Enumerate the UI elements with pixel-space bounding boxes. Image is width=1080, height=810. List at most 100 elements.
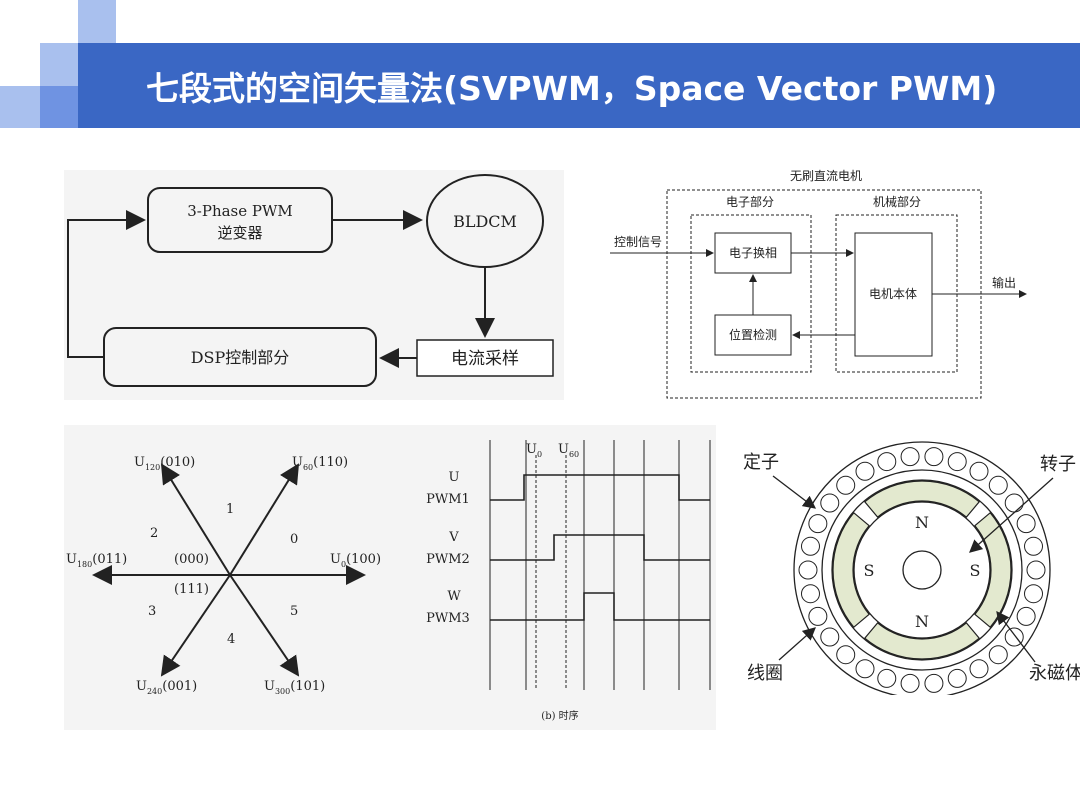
phase-w-label: W [447, 589, 461, 604]
coil-slot [988, 645, 1008, 665]
pole-s-right: S [970, 561, 981, 580]
rotor-pointer [969, 477, 1054, 553]
sector-5: 5 [290, 604, 298, 619]
stator-pointer [772, 475, 817, 509]
slide-title: 七段式的空间矢量法(SVPWM，Space Vector PWM) [146, 69, 998, 108]
decor-square-3 [0, 86, 40, 128]
dsp-label: DSP控制部分 [191, 348, 290, 367]
coil-slot [820, 627, 840, 647]
coil-slot [808, 606, 828, 626]
pwm3-label: PWM3 [426, 611, 470, 626]
u0-label: U0(100) [330, 552, 381, 569]
u300-label: U300(101) [264, 679, 325, 696]
coil-slot [988, 475, 1008, 495]
coil-slot [969, 659, 989, 679]
mechanical-box [835, 214, 958, 373]
pole-n-top: N [915, 513, 929, 532]
coil-slot [800, 536, 820, 556]
coil-label: 线圈 [747, 663, 783, 684]
phase-v-label: V [448, 530, 459, 545]
magnet-pointer [996, 610, 1036, 663]
coil-slot [877, 452, 897, 472]
pole-n-bottom: N [915, 612, 929, 631]
sector-3: 3 [148, 604, 156, 619]
u240-label: U240(001) [136, 679, 197, 696]
coil-slot [1004, 493, 1024, 513]
pwm1-waveform [490, 474, 710, 501]
position-box [714, 314, 792, 356]
inverter-label-1: 3-Phase PWM [187, 202, 293, 220]
motor-body-box [854, 232, 933, 357]
bldcm-label: BLDCM [453, 212, 517, 231]
motor-cross-section: N S S N 定子 转子 线圈 永磁体 [743, 441, 1080, 695]
title-bar [78, 43, 1080, 128]
decor-square-4 [40, 86, 78, 128]
inverter-label-2: 逆变器 [217, 224, 262, 242]
sector-1: 1 [226, 502, 234, 517]
pwm1-label: PWM1 [426, 492, 470, 507]
sector-2: 2 [150, 526, 158, 541]
coil-slot [798, 560, 818, 580]
decor-square-2 [40, 43, 78, 86]
coil-slot [808, 514, 828, 534]
motor-body-label: 电机本体 [869, 287, 917, 301]
electronic-label: 电子部分 [726, 194, 774, 209]
zero-vector-111: (111) [174, 582, 209, 597]
vector-u120 [160, 463, 231, 576]
bldc-structure-diagram: 无刷直流电机 电子部分 机械部分 电子换相 位置检测 电机本体 控制信号 输出 [610, 169, 1027, 399]
sector-markers [535, 455, 567, 690]
sampling-box [416, 339, 554, 377]
sampling-label: 电流采样 [451, 349, 519, 369]
vector-u60 [229, 463, 300, 576]
coil-slot [836, 475, 856, 495]
control-block-diagram: 3-Phase PWM 逆变器 BLDCM DSP控制部分 电流采样 [64, 170, 564, 400]
magnet-segment [863, 622, 981, 660]
coil-slot [969, 461, 989, 481]
bldc-outer-label: 无刷直流电机 [790, 169, 862, 183]
pole-s-left: S [864, 561, 875, 580]
space-vector-diagram: U120(010) U60(110) U180(011) U0(100) U24… [64, 425, 404, 730]
magnet-segment [974, 511, 1012, 629]
coil-pointer [778, 627, 816, 661]
phase-u-label: U [449, 470, 460, 485]
coil-slot [836, 645, 856, 665]
pwm-timing-diagram: U0 U60 U PWM1 V PWM2 W PWM3 (b) 时序 [404, 425, 716, 730]
pwm2-label: PWM2 [426, 552, 470, 567]
shaft [902, 550, 942, 590]
coil-slot [924, 447, 944, 467]
coil-slot [1024, 536, 1044, 556]
coil-slot [947, 668, 967, 688]
u180-label: U180(011) [66, 552, 127, 569]
output-label: 输出 [992, 275, 1016, 290]
u60-time-label: U60 [558, 442, 579, 459]
coil-slot [855, 461, 875, 481]
coil-slot [855, 659, 875, 679]
control-signal-label: 控制信号 [614, 235, 662, 249]
coil-slot [1016, 514, 1036, 534]
pwm2-waveform [490, 534, 710, 561]
magnet-segment [863, 480, 981, 518]
coil-slot [924, 673, 944, 693]
rotor-label: 转子 [1040, 454, 1076, 475]
u120-label: U120(010) [134, 455, 195, 472]
u0-time-label: U0 [526, 442, 542, 459]
coil-slot [1024, 584, 1044, 604]
pwm-caption: (b) 时序 [541, 709, 578, 722]
u60-label: U60(110) [292, 455, 348, 472]
stator-label: 定子 [743, 452, 779, 473]
coil-slot [1016, 606, 1036, 626]
coil-slot [900, 673, 920, 693]
coil-slot [900, 447, 920, 467]
sector-0: 0 [290, 532, 298, 547]
coil-slots [798, 447, 1046, 693]
arrow-dsp-inverter [67, 210, 146, 358]
coil-slot [947, 452, 967, 472]
vector-u240 [160, 574, 231, 677]
position-label: 位置检测 [729, 327, 777, 342]
magnet-label: 永磁体 [1029, 663, 1080, 684]
electronic-box [690, 214, 812, 373]
commutation-label: 电子换相 [729, 246, 777, 260]
mechanical-label: 机械部分 [873, 194, 921, 209]
coil-slot [800, 584, 820, 604]
sector-4: 4 [227, 632, 235, 647]
